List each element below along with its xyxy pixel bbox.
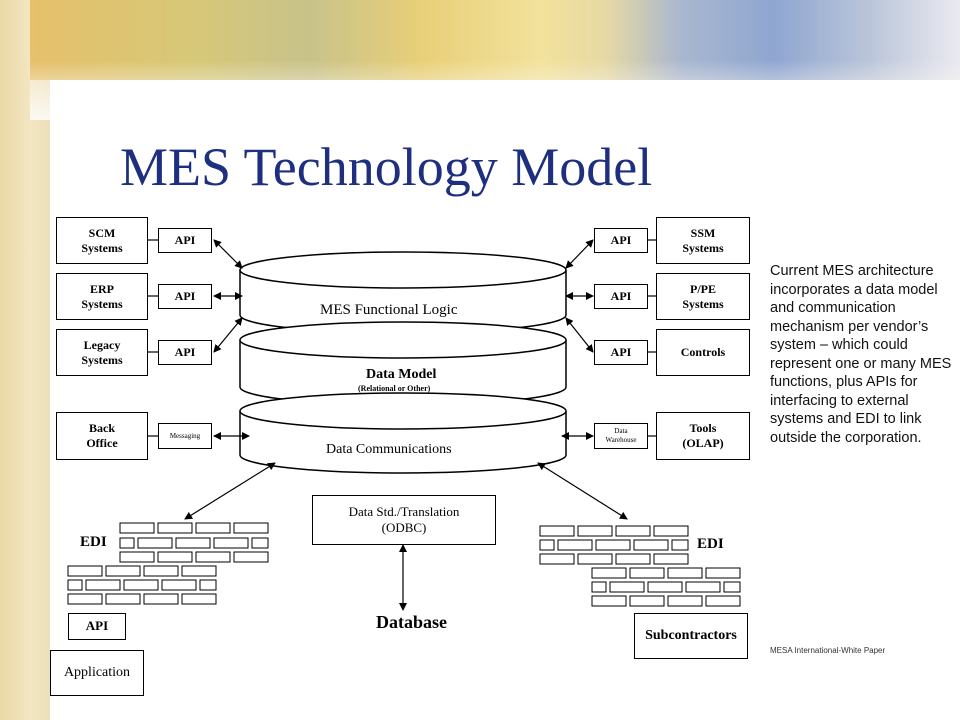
edi-wall-right (539, 525, 741, 607)
back-office-box: Back Office (56, 412, 148, 460)
erp-systems-box: ERP Systems (56, 273, 148, 320)
slide-title: MES Technology Model (120, 137, 653, 197)
cylinder-data-communications (239, 392, 567, 474)
tools-olap-box: Tools (OLAP) (656, 412, 750, 460)
data-model-label: Data Model (366, 367, 437, 382)
api-box-scm: API (158, 228, 212, 253)
edi-wall-left (67, 522, 269, 605)
api-box-controls: API (594, 340, 648, 365)
data-warehouse-box: Data Warehouse (594, 423, 648, 449)
database-label: Database (376, 612, 447, 632)
credit-text: MESA International-White Paper (770, 646, 886, 655)
cylinder-functional-logic (239, 251, 567, 334)
scm-systems-box: SCM Systems (56, 217, 148, 264)
description-text: Current MES architecture incorporates a … (770, 263, 952, 446)
connector-arrows (148, 239, 656, 611)
parchment-border (0, 0, 50, 720)
functional-logic-label: MES Functional Logic (320, 302, 458, 318)
application-box: Application (50, 650, 144, 696)
api-box-legacy: API (158, 340, 212, 365)
data-translation-box: Data Std./Translation (ODBC) (312, 495, 496, 545)
ppe-systems-box: P/PE Systems (656, 273, 750, 320)
subcontractors-box: Subcontractors (634, 613, 748, 659)
api-box-erp: API (158, 284, 212, 309)
api-box-ssm: API (594, 228, 648, 253)
messaging-box: Messaging (158, 423, 212, 449)
ssm-systems-box: SSM Systems (656, 217, 750, 264)
data-communications-label: Data Communications (326, 442, 452, 457)
api-box-ppe: API (594, 284, 648, 309)
data-model-sublabel: (Relational or Other) (358, 384, 431, 393)
edi-label-left: EDI (80, 534, 107, 550)
bottom-api-box: API (68, 613, 126, 640)
legacy-systems-box: Legacy Systems (56, 329, 148, 376)
controls-box: Controls (656, 329, 750, 376)
edi-label-right: EDI (697, 536, 724, 552)
